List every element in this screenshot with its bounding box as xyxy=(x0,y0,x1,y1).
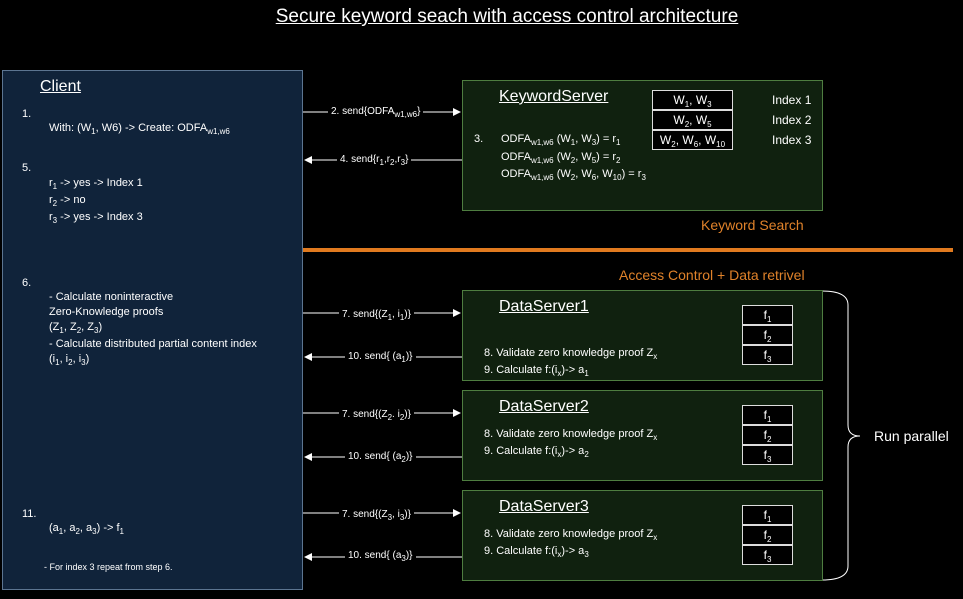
client-step6-line2: Zero-Knowledge proofs xyxy=(49,306,164,318)
data-server-1-file-2: f2 xyxy=(742,325,793,345)
client-step6-line4: - Calculate distributed partial content … xyxy=(49,338,257,350)
data-server-3-file-3: f3 xyxy=(742,545,793,565)
client-step1-num: 1. xyxy=(22,108,32,120)
parallel-brace xyxy=(821,290,861,581)
keyword-search-label: Keyword Search xyxy=(701,217,804,233)
client-step11-num: 11. xyxy=(22,508,37,520)
data-server-1-step9: 9. Calculate f:(ix)-> a1 xyxy=(484,364,589,378)
label-send-10-2: 10. send{ (a2)} xyxy=(345,450,416,464)
client-title: Client xyxy=(40,78,81,95)
data-server-2-file-2: f2 xyxy=(742,425,793,445)
index-label-2: Index 2 xyxy=(772,113,812,127)
client-step6-line1: - Calculate noninteractive xyxy=(49,291,174,303)
label-send-7-2: 7. send{(Z2. i2)} xyxy=(339,408,414,422)
data-server-3-file-2: f2 xyxy=(742,525,793,545)
data-server-3-file-1: f1 xyxy=(742,505,793,525)
index-label-1: Index 1 xyxy=(772,93,812,107)
keyword-server-line1: ODFAw1,w6 (W1, W3) = r1 xyxy=(501,133,621,147)
client-step6-line3: (Z1, Z2, Z3) xyxy=(49,321,103,335)
keyword-table-cell-3: W2, W6, W10 xyxy=(652,130,733,150)
keyword-server-title: KeywordServer xyxy=(499,88,609,105)
index-label-3: Index 3 xyxy=(772,133,812,147)
label-send-7-1: 7. send{(Z1, i1)} xyxy=(339,308,414,322)
keyword-server-line2: ODFAw1,w6 (W2, W5) = r2 xyxy=(501,151,621,165)
data-server-3-step9: 9. Calculate f:(ix)-> a3 xyxy=(484,545,589,559)
keyword-server-line3: ODFAw1,w6 (W2, W6, W10) = r3 xyxy=(501,168,646,182)
client-box xyxy=(2,70,303,590)
data-server-2-step8: 8. Validate zero knowledge proof Zx xyxy=(484,428,658,442)
client-step1-text: With: (W1, W6) -> Create: ODFAw1,w6 xyxy=(49,122,230,136)
label-send-4: 4. send{r1,r2,r3} xyxy=(337,153,412,167)
label-send-10-3: 10. send{ (a3)} xyxy=(345,549,416,563)
client-note: - For index 3 repeat from step 6. xyxy=(44,562,173,572)
client-step6-num: 6. xyxy=(22,277,32,289)
keyword-table-cell-1: W1, W3 xyxy=(652,90,733,110)
data-server-2-file-3: f3 xyxy=(742,445,793,465)
label-send-2: 2. send{ODFAw1,w6} xyxy=(328,105,424,119)
keyword-server-step3-num: 3. xyxy=(474,133,484,145)
client-step6-line5: (i1, i2, i3) xyxy=(49,353,90,367)
keyword-server-box xyxy=(462,80,823,211)
data-server-1-title: DataServer1 xyxy=(499,298,589,315)
label-send-7-3: 7. send{(Z3, i3)} xyxy=(339,508,414,522)
data-server-3-step8: 8. Validate zero knowledge proof Zx xyxy=(484,528,658,542)
data-server-1-file-3: f3 xyxy=(742,345,793,365)
access-control-label: Access Control + Data retrivel xyxy=(619,267,805,283)
client-step11-text: (a1, a2, a3) -> f1 xyxy=(49,522,124,536)
data-server-2-step9: 9. Calculate f:(ix)-> a2 xyxy=(484,445,589,459)
data-server-2-file-1: f1 xyxy=(742,405,793,425)
client-step5-line2: r2 -> no xyxy=(49,194,86,208)
client-step5-line1: r1 -> yes -> Index 1 xyxy=(49,177,143,191)
data-server-1-file-1: f1 xyxy=(742,305,793,325)
keyword-table-cell-2: W2, W5 xyxy=(652,110,733,130)
page-title: Secure keyword seach with access control… xyxy=(275,6,739,27)
data-server-3-title: DataServer3 xyxy=(499,498,589,515)
client-step5-num: 5. xyxy=(22,162,32,174)
client-step5-line3: r3 -> yes -> Index 3 xyxy=(49,211,143,225)
label-send-10-1: 10. send{ (a1)} xyxy=(345,350,416,364)
data-server-2-title: DataServer2 xyxy=(499,398,589,415)
run-parallel-label: Run parallel xyxy=(874,428,949,444)
data-server-1-step8: 8. Validate zero knowledge proof Zx xyxy=(484,347,658,361)
